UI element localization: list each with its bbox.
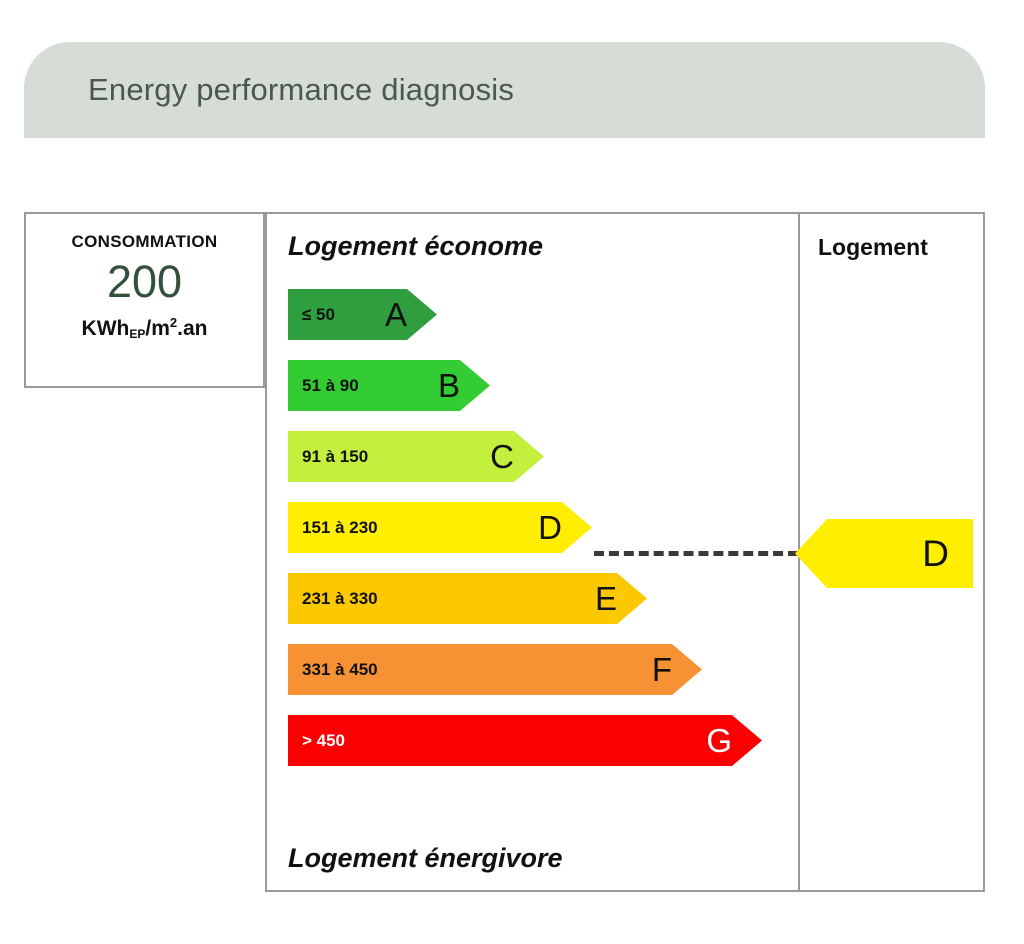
consumption-box: CONSOMMATION 200 KWhEP/m2.an bbox=[24, 212, 265, 388]
energy-bar-b: 51 à 90 B bbox=[288, 360, 490, 411]
energy-bar-range: 331 à 450 bbox=[302, 659, 378, 679]
energy-bar-range: > 450 bbox=[302, 730, 346, 750]
unit-middle: /m bbox=[145, 317, 170, 341]
energy-bar-range: ≤ 50 bbox=[302, 304, 335, 324]
title-banner: Energy performance diagnosis bbox=[24, 42, 985, 138]
energy-bar-range: 231 à 330 bbox=[302, 588, 378, 608]
consumption-value: 200 bbox=[106, 256, 183, 307]
energy-bar-letter: D bbox=[538, 509, 562, 546]
unit-superscript: 2 bbox=[169, 315, 178, 331]
energy-bar-letter: E bbox=[594, 580, 617, 617]
energy-bar-d: 151 à 230 D bbox=[288, 502, 592, 553]
connector-dotted-line bbox=[594, 551, 798, 556]
unit-prefix: KWh bbox=[81, 317, 130, 341]
consumption-unit: KWhEP/m2.an bbox=[82, 315, 208, 341]
energy-bar-a: ≤ 50 A bbox=[288, 289, 437, 340]
energy-bar-letter: G bbox=[706, 722, 732, 759]
energy-bar-e: 231 à 330 E bbox=[288, 573, 647, 624]
energy-bar-c: 91 à 150 C bbox=[288, 431, 544, 482]
energy-bar-range: 151 à 230 bbox=[302, 517, 378, 537]
energy-bar-letter: B bbox=[437, 367, 460, 404]
page-title: Energy performance diagnosis bbox=[88, 72, 515, 107]
label-right-column: Logement bbox=[818, 234, 928, 260]
label-logement-econome: Logement économe bbox=[288, 231, 544, 261]
energy-bar-f: 331 à 450 F bbox=[288, 644, 702, 695]
energy-bar-range: 51 à 90 bbox=[302, 375, 359, 395]
energy-bar-letter: F bbox=[651, 651, 672, 688]
energy-bar-letter: C bbox=[490, 438, 514, 475]
energy-bar-g: > 450 G bbox=[288, 715, 762, 766]
consumption-label: CONSOMMATION bbox=[71, 232, 218, 251]
unit-suffix: .an bbox=[177, 317, 208, 341]
label-logement-energivore: Logement énergivore bbox=[288, 843, 563, 873]
result-letter: D bbox=[922, 533, 949, 574]
energy-bar-letter: A bbox=[384, 296, 407, 333]
unit-subscript: EP bbox=[129, 327, 146, 342]
energy-bar-range: 91 à 150 bbox=[302, 446, 369, 466]
result-marker-arrow: D bbox=[795, 519, 973, 588]
